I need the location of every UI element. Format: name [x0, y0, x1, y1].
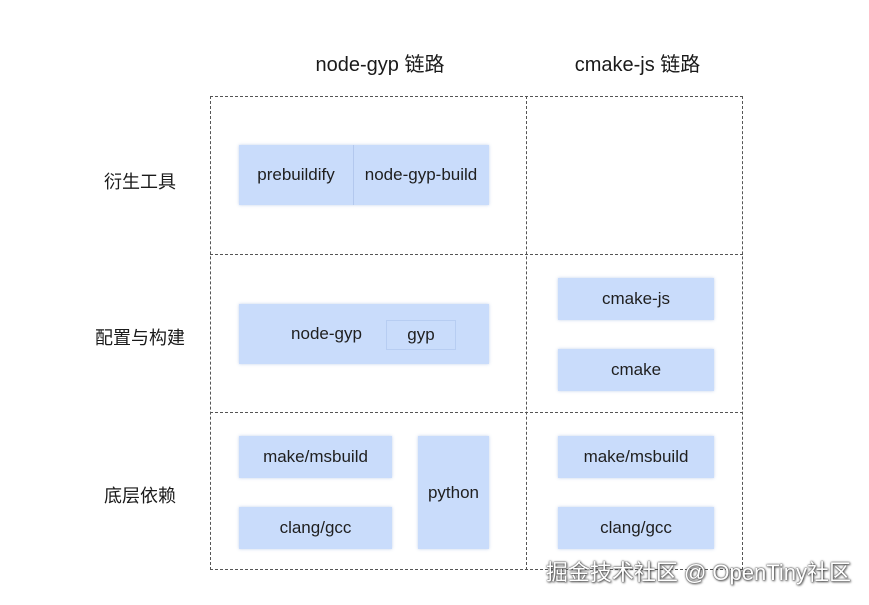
gyp-box: gyp	[386, 320, 456, 350]
make-msbuild-box-left: make/msbuild	[239, 436, 392, 478]
row-label-derived-tools: 衍生工具	[104, 172, 176, 192]
prebuildify-box: prebuildify	[257, 165, 335, 184]
clang-gcc-box-right: clang/gcc	[558, 507, 714, 549]
grid-frame	[210, 96, 743, 570]
grid-row-divider-2	[210, 412, 743, 413]
column-header-node-gyp: node-gyp 链路	[315, 54, 445, 76]
clang-gcc-box-left: clang/gcc	[239, 507, 392, 549]
cmake-box: cmake	[558, 349, 714, 391]
column-header-cmake-js: cmake-js 链路	[574, 54, 701, 76]
python-box: python	[418, 436, 489, 549]
derived-tools-group: prebuildify node-gyp-build	[239, 145, 489, 205]
watermark: 掘金技术社区 @ OpenTiny社区	[545, 560, 851, 585]
grid-column-divider	[526, 96, 527, 570]
cmake-js-box: cmake-js	[558, 278, 714, 320]
box-divider	[353, 145, 354, 205]
row-label-config-build: 配置与构建	[95, 328, 185, 348]
grid-row-divider-1	[210, 254, 743, 255]
make-msbuild-box-right: make/msbuild	[558, 436, 714, 478]
node-gyp-build-box: node-gyp-build	[364, 165, 478, 184]
row-label-low-level: 底层依赖	[104, 486, 176, 506]
node-gyp-box: node-gyp	[291, 324, 362, 343]
node-gyp-group: node-gyp gyp	[239, 304, 489, 364]
